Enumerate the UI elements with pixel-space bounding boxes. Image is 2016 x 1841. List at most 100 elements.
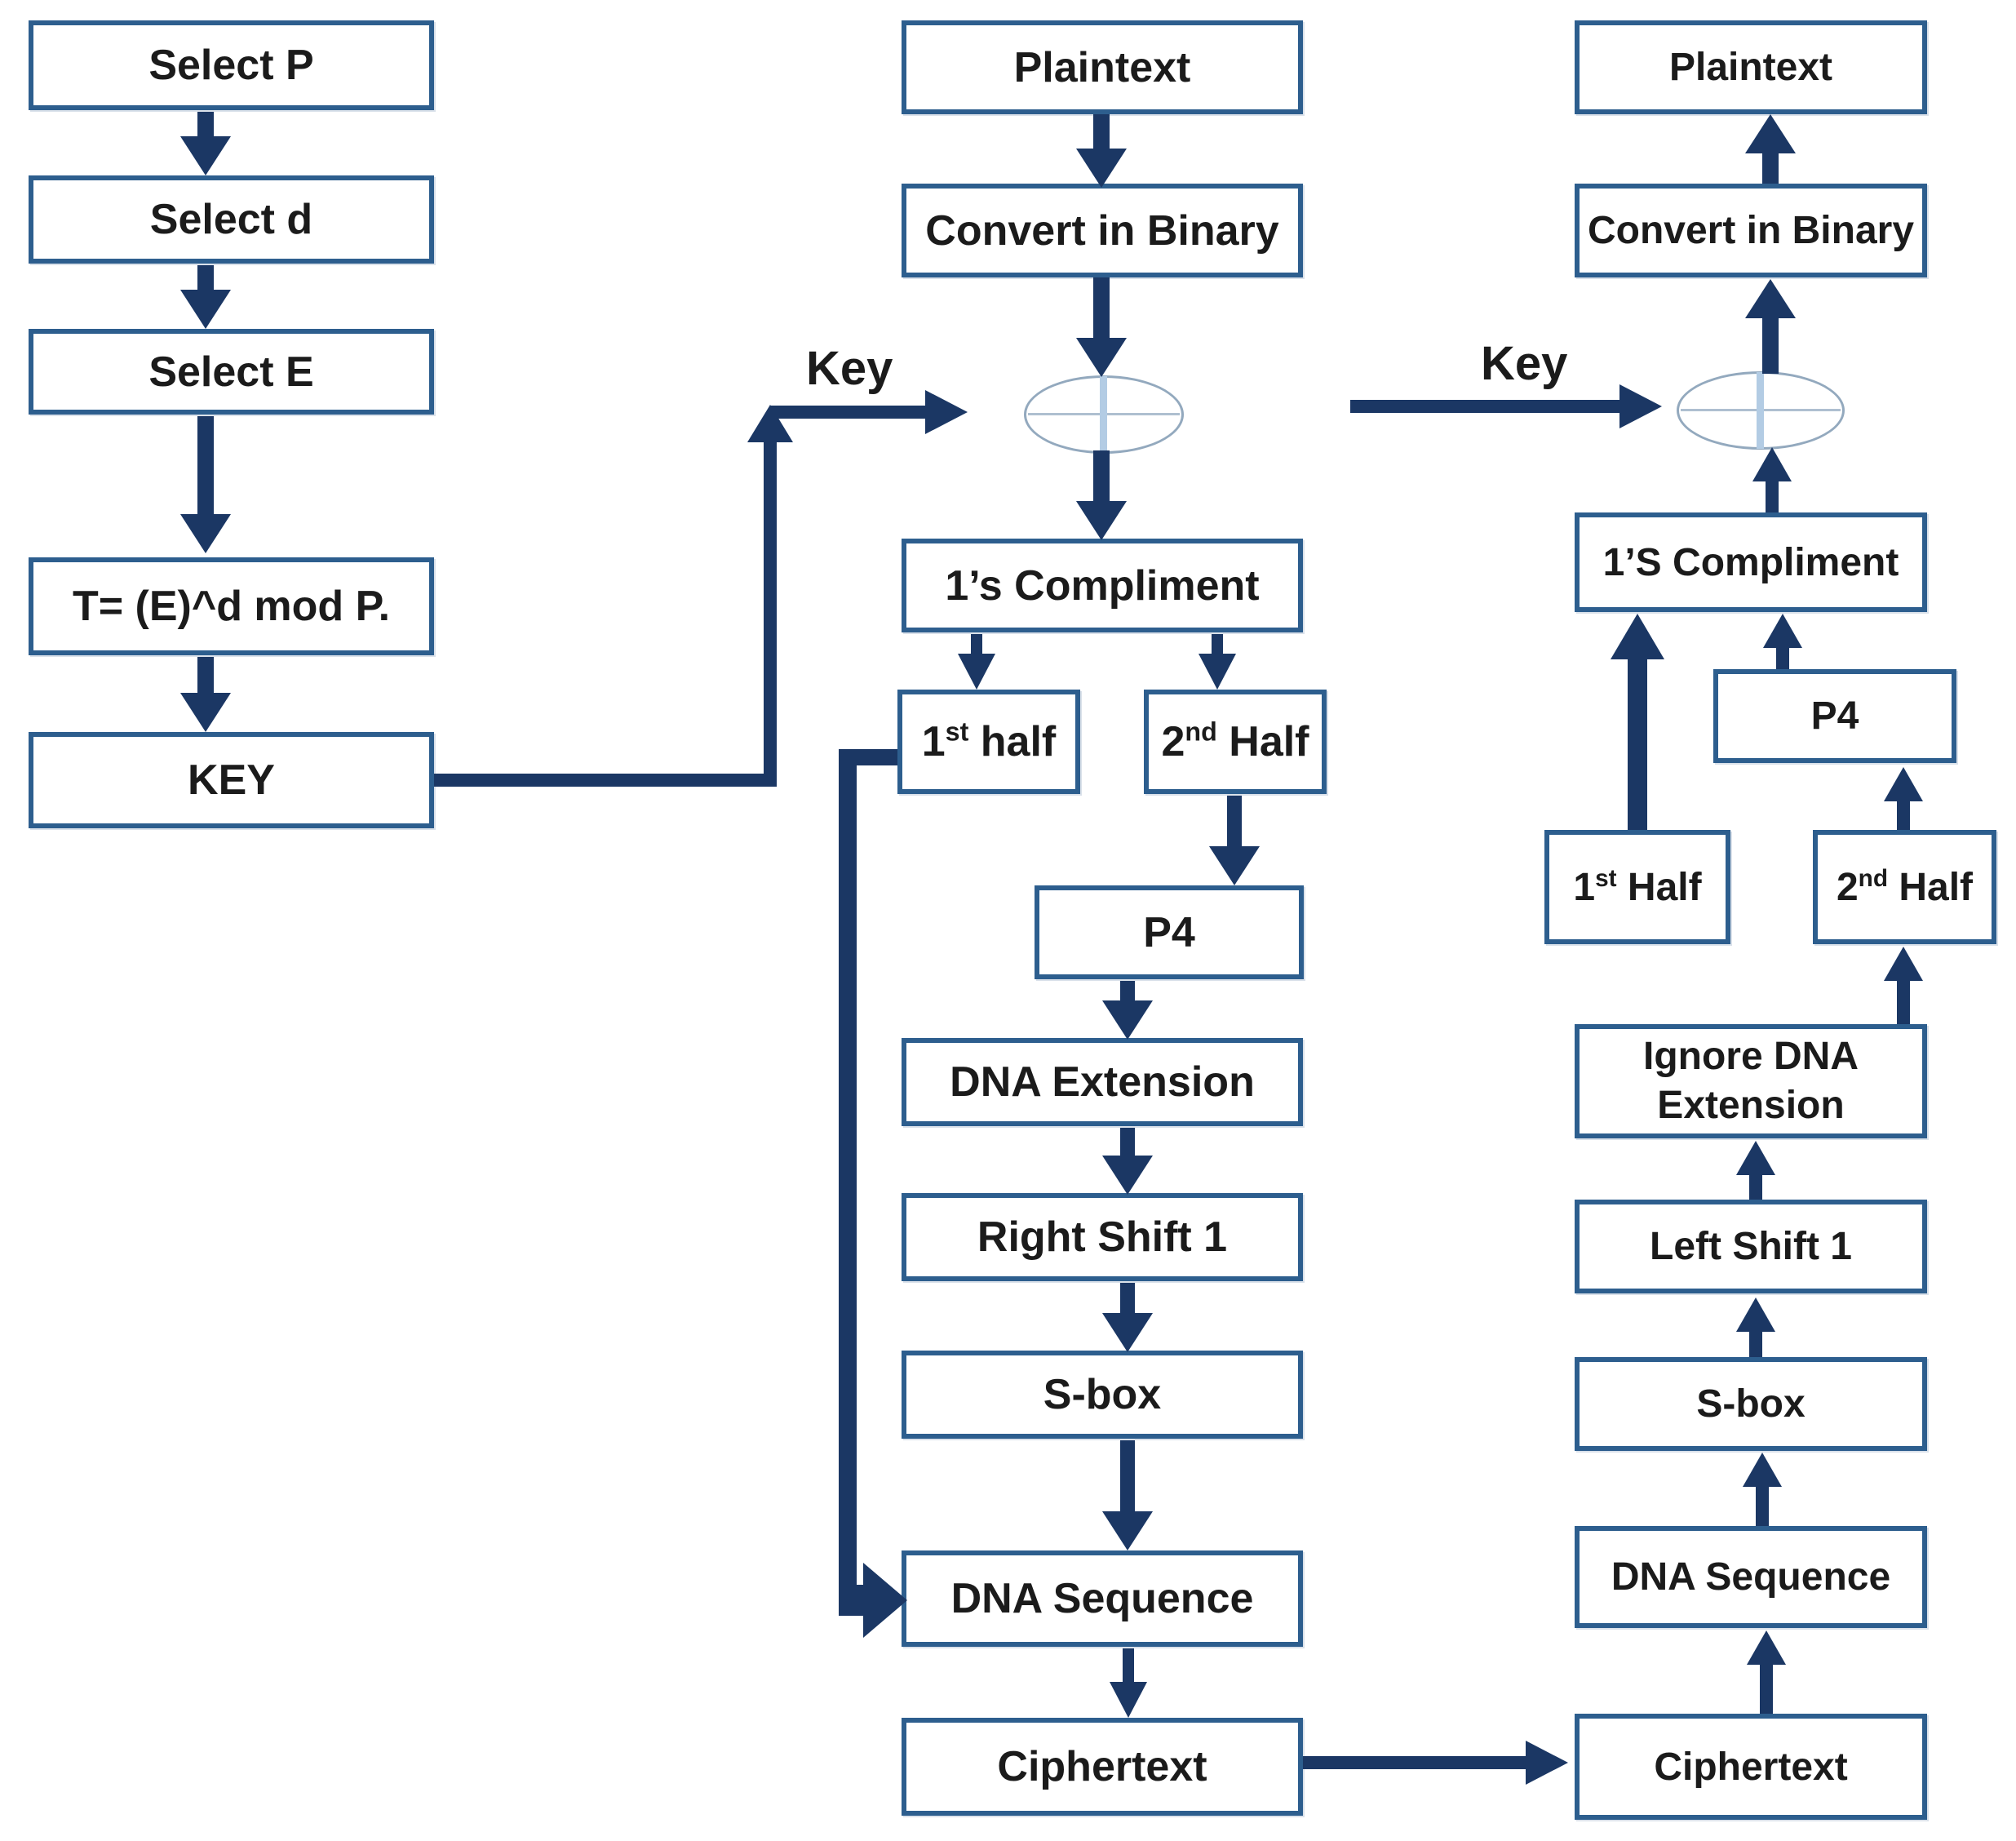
- box-select-d: Select d: [29, 175, 434, 264]
- box-dec-second-half-label: 2nd Half: [1837, 865, 1973, 910]
- arrow-stem: [1093, 114, 1110, 150]
- box-enc-dna-sequence-label: DNA Sequence: [950, 1575, 1254, 1622]
- box-select-p: Select P: [29, 20, 434, 110]
- box-enc-plaintext: Plaintext: [902, 20, 1303, 114]
- arrow-stem: [1776, 646, 1789, 669]
- first-half-rest: Half: [1616, 865, 1702, 909]
- second-half-sup: nd: [1858, 864, 1889, 892]
- arrow-head-down-icon: [1076, 338, 1127, 377]
- arrow-stem: [971, 634, 982, 655]
- box-enc-plaintext-label: Plaintext: [1013, 43, 1191, 91]
- box-dec-left-shift: Left Shift 1: [1575, 1200, 1927, 1293]
- second-half-rest: Half: [1216, 718, 1309, 765]
- arrow-head-down-icon: [1102, 1000, 1153, 1040]
- box-enc-dna-sequence: DNA Sequence: [902, 1550, 1303, 1647]
- key-label-decryption: Key: [1481, 337, 1568, 390]
- box-dec-dna-sequence-label: DNA Sequence: [1611, 1555, 1891, 1599]
- box-dec-ones-compliment: 1’S Compliment: [1575, 512, 1927, 612]
- box-dec-convert-binary-label: Convert in Binary: [1587, 209, 1915, 252]
- box-enc-ciphertext-label: Ciphertext: [997, 1743, 1207, 1790]
- arrow-head-right-icon: [1619, 384, 1662, 428]
- box-dec-p4: P4: [1713, 669, 1956, 763]
- arrow-stem: [197, 416, 214, 516]
- arrow-stem: [1897, 979, 1910, 1024]
- arrow-stem: [1897, 800, 1910, 830]
- box-dec-ignore-dna-extension-label: Ignore DNA Extension: [1643, 1035, 1859, 1127]
- arrow-head-down-icon: [1102, 1313, 1153, 1352]
- box-enc-ones-compliment: 1’s Compliment: [902, 539, 1303, 632]
- arrow-head-right-icon: [1526, 1741, 1568, 1785]
- arrow-head-up-icon: [1743, 1453, 1782, 1487]
- arrow-head-down-icon: [1076, 501, 1127, 540]
- box-select-p-label: Select P: [148, 42, 314, 89]
- second-half-rest: Half: [1888, 865, 1974, 909]
- arrow-head-down-icon: [1199, 654, 1236, 690]
- box-enc-first-half: 1st half: [897, 690, 1080, 794]
- box-formula: T= (E)^d mod P.: [29, 557, 434, 655]
- box-key: KEY: [29, 732, 434, 828]
- arrow-head-down-icon: [1110, 1682, 1147, 1718]
- box-enc-first-half-label: 1st half: [922, 717, 1057, 766]
- arrow-head-up-icon: [1745, 279, 1796, 318]
- box-enc-s-box: S-box: [902, 1351, 1303, 1439]
- box-dec-left-shift-label: Left Shift 1: [1650, 1225, 1852, 1268]
- arrow-stem: [197, 265, 214, 294]
- box-dec-first-half-label: 1st Half: [1573, 865, 1701, 910]
- arrow-stem: [1749, 1330, 1762, 1357]
- xor-vertical-line: [1100, 376, 1107, 453]
- box-dec-s-box: S-box: [1575, 1357, 1927, 1451]
- arrow-head-down-icon: [180, 693, 231, 732]
- box-enc-right-shift: Right Shift 1: [902, 1193, 1303, 1281]
- arrow-stem: [1762, 317, 1779, 374]
- arrow-stem: [1756, 1485, 1769, 1526]
- arrow-stem: [1120, 1440, 1135, 1513]
- box-dec-p4-label: P4: [1810, 694, 1859, 738]
- box-enc-convert-binary: Convert in Binary: [902, 184, 1303, 277]
- key-line-horizontal: [434, 774, 770, 787]
- arrow-stem: [1762, 152, 1779, 184]
- arrow-head-up-icon: [1736, 1298, 1775, 1332]
- second-half-sup: nd: [1185, 716, 1217, 747]
- box-key-label: KEY: [188, 756, 275, 804]
- box-select-d-label: Select d: [149, 196, 313, 243]
- arrow-head-down-icon: [958, 654, 995, 690]
- box-enc-s-box-label: S-box: [1043, 1371, 1162, 1418]
- first-half-sup: st: [1595, 864, 1617, 892]
- second-half-base: 2: [1161, 718, 1185, 765]
- box-dec-second-half: 2nd Half: [1813, 830, 1996, 944]
- key-line-vertical: [764, 441, 777, 787]
- box-dec-ciphertext-label: Ciphertext: [1654, 1745, 1848, 1789]
- arrow-stem: [1749, 1173, 1762, 1200]
- arrow-head-up-icon: [1763, 614, 1802, 648]
- arrow-stem: [1093, 450, 1110, 503]
- key-line-top-horizontal: [770, 406, 925, 419]
- arrow-stem: [1628, 658, 1647, 830]
- box-dec-s-box-label: S-box: [1696, 1382, 1806, 1426]
- box-enc-ones-compliment-label: 1’s Compliment: [945, 561, 1260, 610]
- box-enc-second-half-label: 2nd Half: [1162, 717, 1309, 766]
- first-half-base: 1: [1573, 865, 1596, 909]
- arrow-stem: [1212, 634, 1223, 655]
- box-dec-ciphertext: Ciphertext: [1575, 1714, 1927, 1820]
- box-dec-plaintext-label: Plaintext: [1668, 46, 1833, 89]
- arrow-stem: [1766, 480, 1779, 512]
- box-enc-p4: P4: [1035, 885, 1304, 979]
- box-formula-label: T= (E)^d mod P.: [72, 583, 391, 630]
- box-enc-dna-extension: DNA Extension: [902, 1038, 1303, 1126]
- arrow-stem: [1227, 796, 1242, 848]
- box-dec-plaintext: Plaintext: [1575, 20, 1927, 114]
- arrow-head-up-icon: [1747, 1630, 1786, 1665]
- arrow-head-up-icon: [1884, 767, 1923, 801]
- key-label-encryption: Key: [806, 342, 893, 395]
- arrow-head-down-icon: [1102, 1511, 1153, 1550]
- arrow-head-right-icon: [925, 390, 968, 434]
- arrow-stem: [197, 657, 214, 695]
- arrow-head-down-icon: [1076, 149, 1127, 188]
- xor-vertical-line: [1757, 372, 1764, 449]
- arrow-head-up-icon: [1752, 447, 1792, 481]
- arrow-head-up-icon: [1884, 947, 1923, 981]
- bypass-vertical: [839, 749, 857, 1599]
- arrow-head-up-icon: [1736, 1141, 1775, 1175]
- first-half-rest: half: [968, 718, 1057, 765]
